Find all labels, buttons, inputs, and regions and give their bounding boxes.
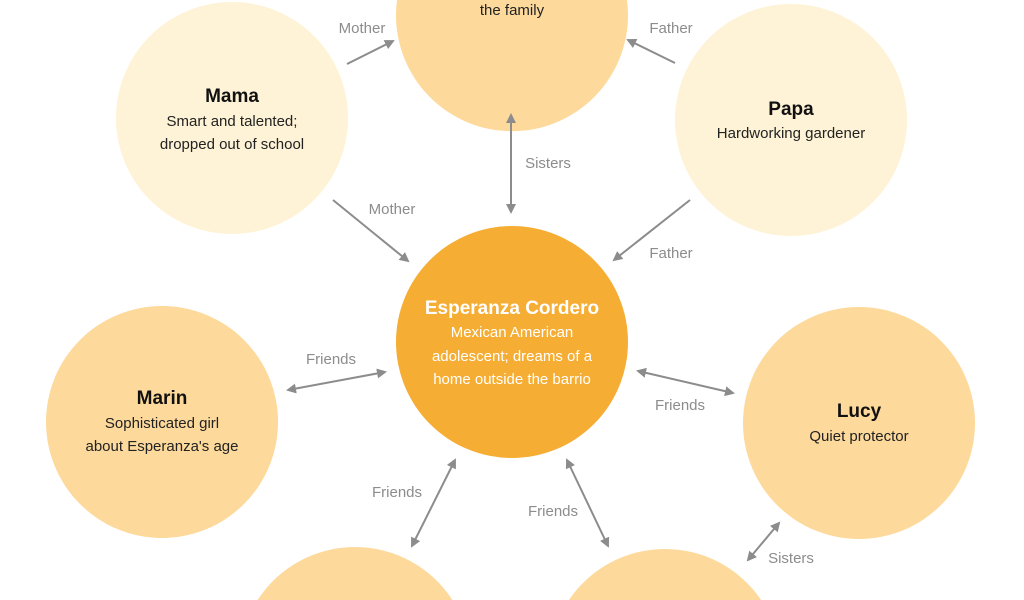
node-lucy-circle	[743, 307, 975, 539]
top-desc: the family	[480, 2, 545, 19]
papa-name: Papa	[768, 99, 814, 120]
lucy-desc-1: Quiet protector	[809, 428, 908, 445]
center-name: Esperanza Cordero	[425, 298, 599, 319]
node-papa-circle	[675, 4, 907, 236]
marin-desc-2: about Esperanza's age	[86, 438, 239, 455]
arrow-mother-center	[332, 199, 410, 263]
node-bottom-left-circle	[257, 547, 453, 600]
marin-name: Marin	[137, 388, 188, 409]
arrow-mother-top	[346, 40, 395, 65]
marin-desc-1: Sophisticated girl	[105, 415, 219, 432]
mama-desc-2: dropped out of school	[160, 136, 304, 153]
label-mother-center: Mother	[369, 201, 416, 218]
center-desc-1: Mexican American	[451, 324, 574, 341]
label-mother-top: Mother	[339, 20, 386, 37]
arrow-friends-br	[565, 458, 610, 548]
label-father-top: Father	[649, 20, 692, 37]
label-friends-lucy: Friends	[655, 397, 705, 414]
arrow-sisters-lucy	[746, 521, 781, 562]
mama-name: Mama	[205, 86, 259, 107]
mama-desc-1: Smart and talented;	[167, 113, 298, 130]
node-center-circle	[396, 226, 628, 458]
arrow-father-top	[626, 39, 676, 64]
node-bottom-right-circle	[568, 548, 762, 600]
lucy-name: Lucy	[837, 401, 882, 422]
label-father-center: Father	[649, 245, 692, 262]
arrow-friends-marin	[286, 368, 387, 394]
papa-desc-1: Hardworking gardener	[717, 125, 865, 142]
label-sisters-top: Sisters	[525, 155, 571, 172]
node-mama-circle	[116, 2, 348, 234]
center-desc-2: adolescent; dreams of a	[432, 348, 593, 365]
center-desc-3: home outside the barrio	[433, 371, 591, 388]
node-top-circle	[396, 0, 629, 132]
label-sisters-lucy: Sisters	[768, 550, 814, 567]
label-friends-bl: Friends	[372, 484, 422, 501]
arrow-father-center	[612, 199, 691, 262]
arrow-friends-bl	[411, 458, 456, 548]
arrow-friends-lucy	[636, 367, 735, 397]
label-friends-marin: Friends	[306, 351, 356, 368]
node-marin-circle	[46, 306, 278, 538]
label-friends-br: Friends	[528, 503, 578, 520]
